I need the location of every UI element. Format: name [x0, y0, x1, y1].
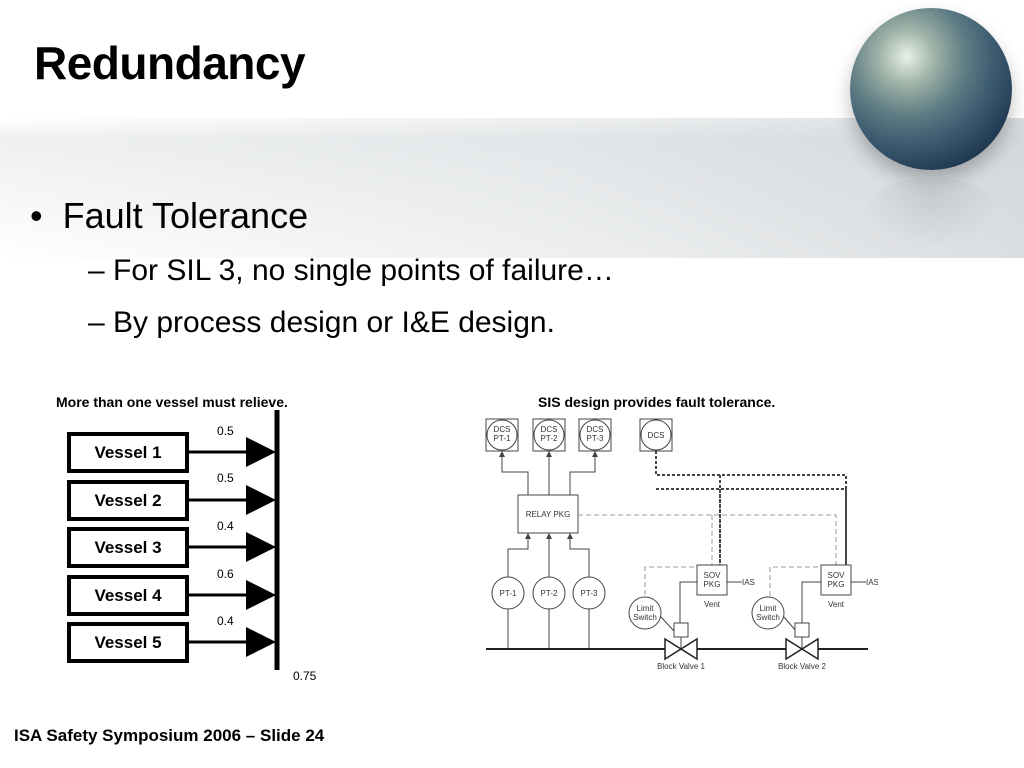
sov-line1: SOV: [704, 571, 722, 580]
vessel-label: Vessel 4: [94, 586, 162, 605]
sov-pkg-1: SOV PKG IAS Vent: [679, 564, 755, 625]
sis-schematic: DCS PT-1 DCS PT-2 DCS PT-3 DCS: [485, 418, 879, 671]
header-capacity-value: 0.75: [293, 669, 317, 683]
bullet-text: Fault Tolerance: [62, 195, 309, 236]
sub-bullet-text: By process design or I&E design.: [113, 306, 555, 339]
ias-label: IAS: [742, 578, 755, 587]
dcs-line1: DCS: [648, 431, 665, 440]
valve-label: Block Valve 2: [778, 662, 826, 671]
dcs-tag-3: DCS PT-3: [578, 418, 612, 452]
limit-switch-2: Limit Switch: [751, 596, 797, 632]
dcs-line1: DCS: [494, 425, 511, 434]
sub-bullet-sil3: – For SIL 3, no single points of failure…: [88, 254, 614, 287]
limit-switch-1: Limit Switch: [628, 596, 675, 632]
vessel-label: Vessel 1: [94, 443, 161, 462]
dcs-line2: PT-2: [541, 434, 558, 443]
dcs-arrowheads: [499, 451, 598, 457]
block-valve-2: Block Valve 2: [778, 637, 826, 671]
relay-arrowheads: [525, 533, 573, 539]
globe-icon: [850, 8, 1012, 170]
valve-actuator-2: [794, 622, 810, 638]
limit-line2: Switch: [756, 613, 780, 622]
right-diagram-caption: SIS design provides fault tolerance.: [538, 394, 776, 410]
vessel-5: Vessel 5 0.4: [67, 614, 276, 663]
vent-label: Vent: [704, 600, 721, 609]
vessel-2: Vessel 2 0.5: [67, 471, 276, 521]
dcs-output-bus: [655, 451, 847, 567]
transmitter-label: PT-2: [541, 589, 558, 598]
dcs-line1: DCS: [587, 425, 604, 434]
vessel-label: Vessel 2: [94, 491, 161, 510]
sov-line2: PKG: [704, 580, 721, 589]
bullet-fault-tolerance: • Fault Tolerance: [30, 195, 309, 236]
sov-line2: PKG: [828, 580, 845, 589]
dcs-line2: PT-3: [587, 434, 604, 443]
limit-line2: Switch: [633, 613, 657, 622]
sov-line1: SOV: [828, 571, 846, 580]
dcs-line2: PT-1: [494, 434, 511, 443]
vessel-3: Vessel 3 0.4: [67, 519, 276, 568]
globe-reflection: [862, 178, 1002, 248]
vessel-label: Vessel 5: [94, 633, 161, 652]
vessel-box: [67, 480, 189, 521]
sov-pkg-2: SOV PKG IAS Vent: [801, 564, 879, 625]
slide-title: Redundancy: [34, 37, 306, 89]
sub-bullet-text: For SIL 3, no single points of failure…: [113, 254, 614, 287]
valve-label: Block Valve 1: [657, 662, 705, 671]
valve-actuator-1: [673, 622, 689, 638]
limit-line1: Limit: [760, 604, 778, 613]
transmitter-pt3: PT-3: [572, 576, 606, 649]
dcs-signal-lines: [501, 455, 596, 495]
relief-value: 0.4: [217, 519, 234, 533]
transmitter-pt2: PT-2: [532, 576, 566, 649]
block-valve-1: Block Valve 1: [657, 637, 705, 671]
transmitter-pt1: PT-1: [491, 576, 525, 649]
transmitter-signal-lines: [507, 535, 590, 577]
vessel-relief-diagram: Vessel 1 0.5 Vessel 2 0.5 Vessel 3 0.4 V…: [67, 410, 317, 683]
vessel-box: [67, 527, 189, 568]
relief-value: 0.4: [217, 614, 234, 628]
dcs-tag-1: DCS PT-1: [485, 418, 519, 452]
ias-label: IAS: [866, 578, 878, 587]
relay-pkg-box: [517, 494, 579, 534]
vessel-box: [67, 432, 189, 473]
vessel-label: Vessel 3: [94, 538, 161, 557]
dcs-line1: DCS: [541, 425, 558, 434]
relay-pkg-label: RELAY PKG: [526, 510, 571, 519]
limit-line1: Limit: [637, 604, 655, 613]
vessel-4: Vessel 4 0.6: [67, 567, 276, 616]
dcs-tag-4: DCS: [639, 418, 673, 452]
transmitter-label: PT-3: [581, 589, 598, 598]
sis-schematic-panel: DCS PT-1 DCS PT-2 DCS PT-3 DCS: [480, 417, 879, 675]
vessel-1: Vessel 1 0.5: [67, 424, 276, 473]
sub-bullet-design: – By process design or I&E design.: [88, 306, 555, 339]
relief-value: 0.6: [217, 567, 234, 581]
slide-footer: ISA Safety Symposium 2006 – Slide 24: [14, 726, 325, 745]
relief-value: 0.5: [217, 471, 234, 485]
dcs-tag-2: DCS PT-2: [532, 418, 566, 452]
left-diagram-caption: More than one vessel must relieve.: [56, 394, 288, 410]
transmitter-label: PT-1: [500, 589, 517, 598]
relief-value: 0.5: [217, 424, 234, 438]
vent-label: Vent: [828, 600, 845, 609]
background-band: [0, 118, 1024, 258]
relay-output-lines: [578, 514, 837, 597]
